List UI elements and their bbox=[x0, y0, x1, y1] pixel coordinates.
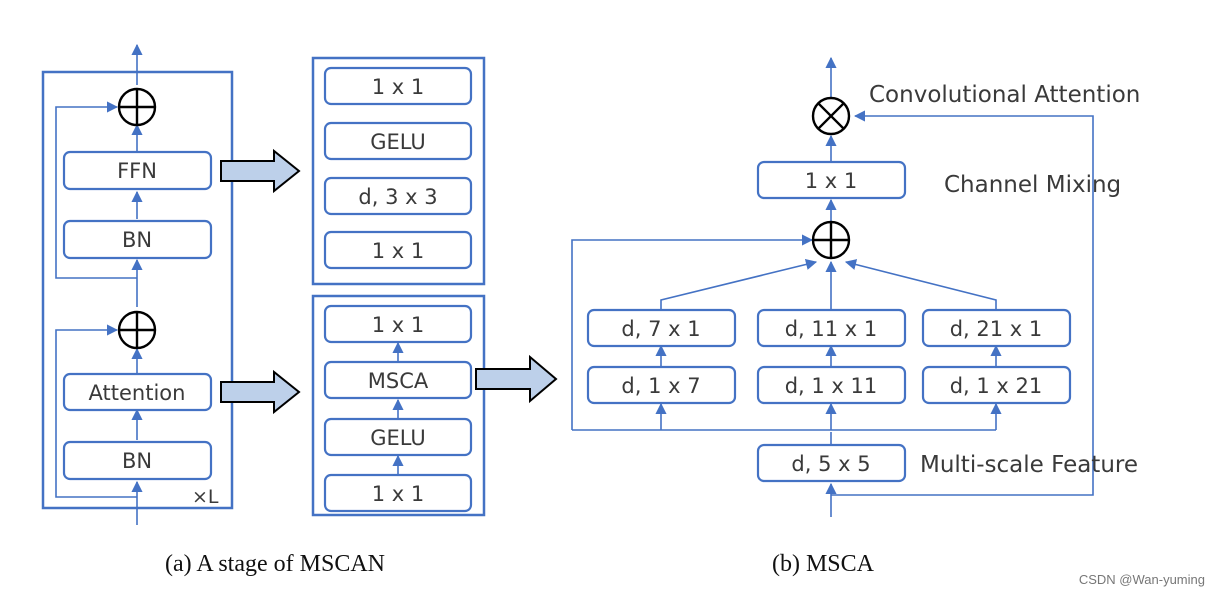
branch-lower-1 bbox=[586, 365, 737, 405]
multiply-icon bbox=[811, 96, 851, 136]
depthwise-5x5-label: d, 5 x 5 bbox=[791, 452, 870, 476]
branch-upper-label-2: d, 11 x 1 bbox=[785, 317, 878, 341]
expand-arrow-ffn bbox=[220, 148, 301, 194]
repeat-label: ×L bbox=[192, 486, 219, 508]
bn-block-bottom bbox=[62, 440, 213, 481]
ffn-detail-frame bbox=[311, 56, 486, 286]
branch-upper-2 bbox=[756, 308, 907, 348]
add-icon-bottom bbox=[117, 310, 157, 350]
branch-upper-label-1: d, 7 x 1 bbox=[621, 317, 700, 341]
msca-channel-mixing-label: 1 x 1 bbox=[805, 169, 858, 193]
branch-upper-label-3: d, 21 x 1 bbox=[950, 317, 1043, 341]
expand-arrow-msca bbox=[475, 354, 558, 404]
branch-lower-3 bbox=[921, 365, 1072, 405]
branch-upper-3 bbox=[921, 308, 1072, 348]
ffn-detail-label-2: GELU bbox=[370, 130, 426, 154]
depthwise-5x5-conv bbox=[756, 443, 907, 483]
attn-detail-block-2 bbox=[323, 360, 473, 400]
attn-detail-label-1: 1 x 1 bbox=[372, 313, 425, 337]
attn-detail-block-4 bbox=[323, 473, 473, 513]
attn-detail-block-3 bbox=[323, 417, 473, 457]
attn-detail-label-2: MSCA bbox=[368, 369, 429, 393]
attention-block bbox=[62, 372, 213, 412]
watermark: CSDN @Wan-yuming bbox=[1079, 572, 1205, 587]
bn-block-top bbox=[62, 219, 213, 260]
attn-detail-block-1 bbox=[323, 304, 473, 344]
branch-lower-2 bbox=[756, 365, 907, 405]
ffn-detail-block-4 bbox=[323, 230, 473, 270]
ffn-block bbox=[62, 150, 213, 191]
expand-arrow-attention bbox=[220, 369, 301, 415]
ffn-detail-block-2 bbox=[323, 121, 473, 161]
convolutional-attention-label: Convolutional Attention bbox=[869, 82, 1140, 108]
ffn-label: FFN bbox=[117, 159, 157, 183]
bn-label-top: BN bbox=[122, 228, 152, 252]
ffn-detail-label-1: 1 x 1 bbox=[372, 75, 425, 99]
caption-a: (a) A stage of MSCAN bbox=[165, 551, 385, 577]
branch-lower-label-3: d, 1 x 21 bbox=[950, 374, 1043, 398]
attention-detail-frame bbox=[311, 294, 486, 517]
attention-label: Attention bbox=[89, 381, 186, 405]
bn-label-bottom: BN bbox=[122, 449, 152, 473]
channel-mixing-label: Channel Mixing bbox=[944, 172, 1121, 198]
add-icon-top bbox=[117, 87, 157, 127]
ffn-detail-block-3 bbox=[323, 176, 473, 216]
attn-detail-label-4: 1 x 1 bbox=[372, 482, 425, 506]
msca-add-icon bbox=[811, 220, 851, 260]
branch-lower-label-1: d, 1 x 7 bbox=[621, 374, 700, 398]
ffn-detail-block-1 bbox=[323, 66, 473, 106]
multi-scale-feature-label: Multi-scale Feature bbox=[920, 452, 1138, 478]
msca-channel-mixing-conv bbox=[756, 160, 907, 200]
caption-b: (b) MSCA bbox=[772, 551, 875, 577]
ffn-detail-label-3: d, 3 x 3 bbox=[358, 185, 437, 209]
branch-lower-label-2: d, 1 x 11 bbox=[785, 374, 878, 398]
ffn-detail-label-4: 1 x 1 bbox=[372, 239, 425, 263]
attn-detail-label-3: GELU bbox=[370, 426, 426, 450]
branch-upper-1 bbox=[586, 308, 737, 348]
